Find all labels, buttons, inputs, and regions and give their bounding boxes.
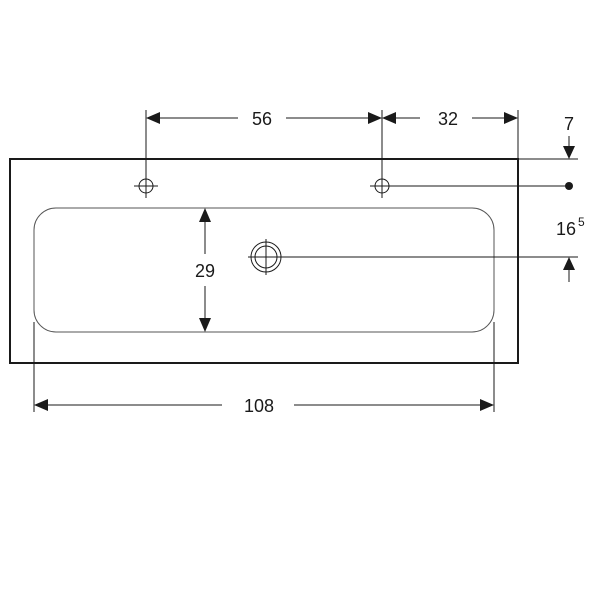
dimension-drain-offset: 16 5 [284, 215, 585, 282]
dimension-basin-width: 108 [33, 322, 495, 416]
countertop-outline [9, 158, 519, 364]
dimension-label-56: 56 [252, 109, 272, 129]
basin-outline [33, 207, 495, 333]
dimension-label-16: 16 [556, 219, 576, 239]
dimension-label-16-sup: 5 [578, 215, 585, 229]
dimension-label-32: 32 [438, 109, 458, 129]
dimension-tap-to-edge: 32 [382, 109, 518, 129]
dimension-label-7: 7 [564, 114, 574, 134]
dimension-tap-from-back: 7 [394, 114, 578, 190]
drain-icon [248, 239, 284, 275]
dimension-basin-depth: 29 [195, 208, 215, 332]
dimension-label-108: 108 [244, 396, 274, 416]
dimension-label-29: 29 [195, 261, 215, 281]
tap-hole-left [134, 110, 158, 198]
dimension-tap-spacing: 56 [146, 109, 382, 129]
tap-hole-right [370, 110, 394, 198]
